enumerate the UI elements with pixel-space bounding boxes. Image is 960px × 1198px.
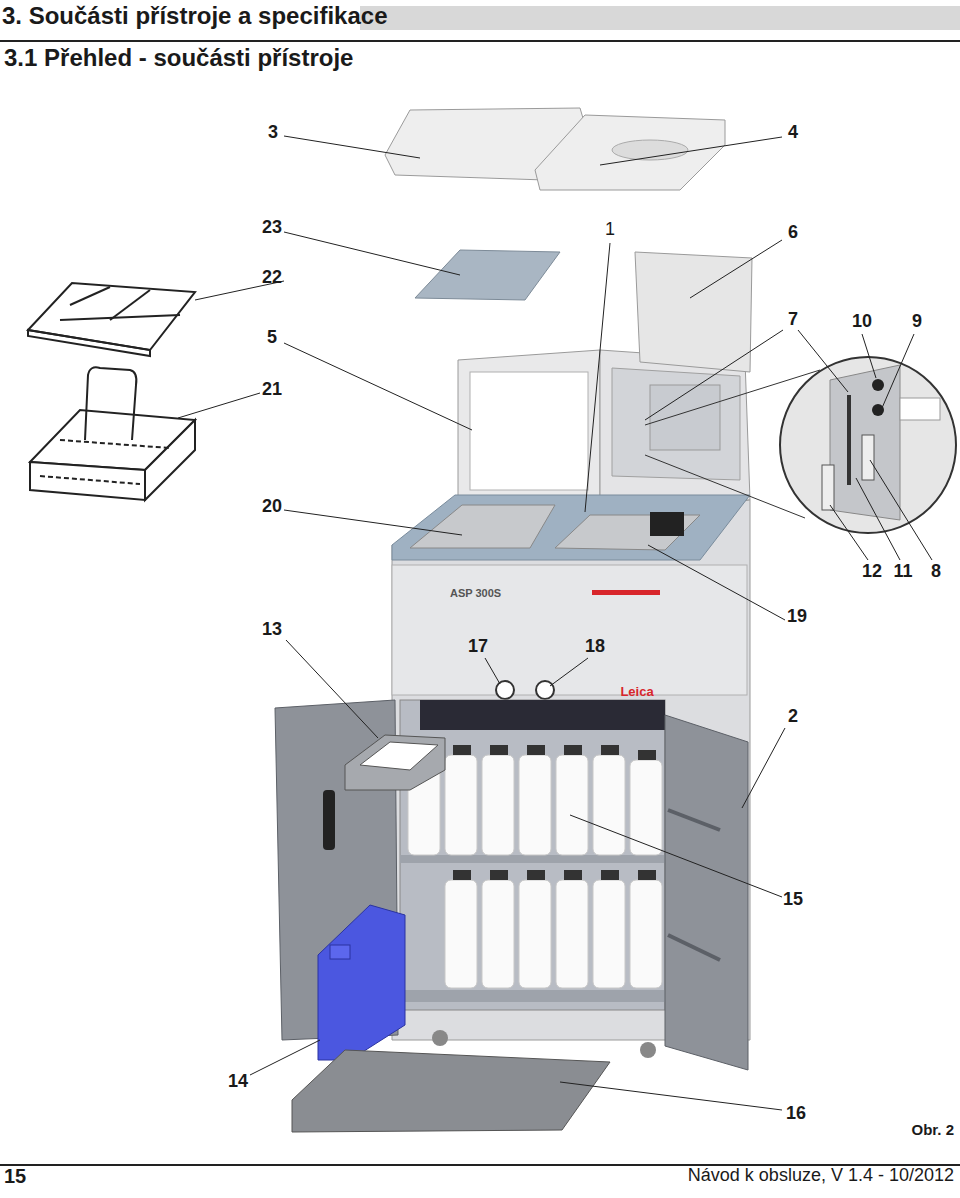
callout-number: 18 [585, 637, 605, 657]
callout-number: 16 [786, 1104, 806, 1124]
callout-number: 4 [788, 123, 798, 143]
cabinet-top [420, 700, 665, 730]
control-panel [612, 368, 740, 480]
socket [872, 379, 884, 391]
front-panel [392, 565, 747, 695]
callout-number: 17 [468, 637, 488, 657]
callout-number: 15 [783, 890, 803, 910]
caster [640, 1042, 656, 1058]
filter [360, 742, 438, 770]
callout-number: 13 [262, 620, 282, 640]
right-door [665, 715, 748, 1070]
callout-number: 8 [931, 562, 941, 582]
shelf [400, 855, 665, 863]
callout-number: 7 [788, 310, 798, 330]
page-number: 15 [4, 1165, 26, 1187]
housing-upper [600, 350, 750, 500]
lid [535, 115, 725, 190]
basket-lid [28, 283, 195, 356]
callout-number: 6 [788, 223, 798, 243]
section-heading: 3.1 Přehled - součásti přístroje [4, 45, 353, 71]
callout-number: 12 [862, 562, 882, 582]
connector [536, 681, 554, 699]
callout-number: 14 [228, 1072, 248, 1092]
sticker [900, 398, 940, 420]
waste-canister [318, 905, 405, 1060]
brand-logo: Leica [620, 685, 653, 699]
page-title: 3. Součásti přístroje a specifikace [2, 3, 388, 29]
callout-number: 19 [787, 607, 807, 627]
callout-number: 2 [788, 707, 798, 727]
bottle-caps [453, 745, 656, 880]
valve [650, 512, 684, 536]
panel-window [650, 385, 720, 450]
callout-number: 5 [267, 328, 277, 348]
figure-caption: Obr. 2 [911, 1122, 954, 1139]
header-band [360, 6, 960, 30]
callout-number: 9 [912, 312, 922, 332]
socket [872, 404, 884, 416]
callout-number: 11 [893, 562, 912, 582]
reagent-bottles [408, 755, 662, 988]
plate [415, 250, 560, 300]
inset-panel [830, 365, 900, 520]
usb-port [862, 435, 874, 480]
shelf [400, 990, 665, 1002]
retort [410, 505, 555, 548]
callout-number: 10 [852, 312, 872, 332]
card-slot [847, 395, 851, 485]
header-rule [0, 40, 960, 42]
callout-number: 20 [262, 497, 282, 517]
callout-number: 3 [268, 123, 278, 143]
screen [470, 372, 588, 490]
brand-text: ASP 300S [450, 587, 501, 599]
work-surface [392, 495, 750, 560]
callout-number: 22 [262, 268, 282, 288]
housing-upper [458, 350, 600, 500]
usb-port [822, 465, 834, 510]
callout-number: 23 [262, 218, 282, 238]
caster [432, 1030, 448, 1046]
detail-lines [645, 370, 820, 518]
detail-inset [780, 357, 956, 533]
drawer [345, 735, 445, 790]
drip-tray [292, 1050, 610, 1132]
leader-lines [178, 136, 932, 1110]
footer-text: Návod k obsluze, V 1.4 - 10/2012 [688, 1166, 954, 1186]
red-stripe [592, 590, 660, 595]
basket [30, 367, 195, 500]
callout-number: 21 [262, 380, 282, 400]
callout-number: 1 [605, 220, 615, 240]
door-holder [323, 790, 335, 850]
connector [496, 681, 514, 699]
